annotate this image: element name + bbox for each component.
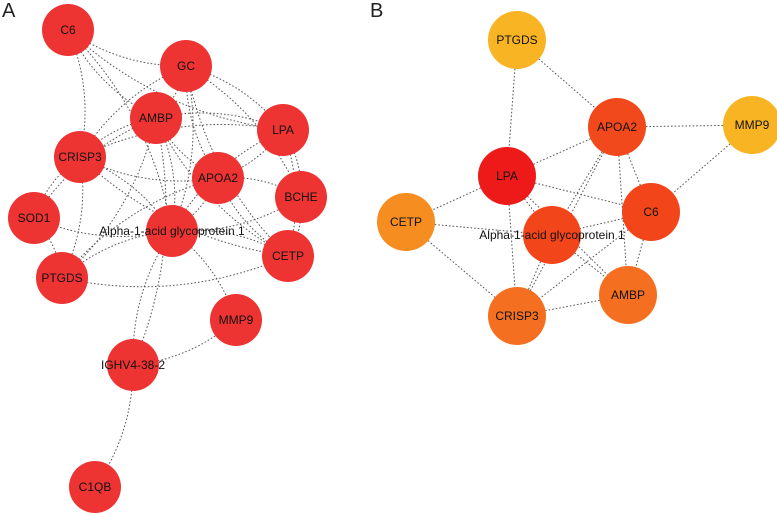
panel-b-node-label-apoa2: APOA2 — [597, 120, 637, 134]
panel-a-node-crisp3 — [54, 131, 106, 183]
panel-a-node-lpa — [257, 104, 309, 156]
panel-a-node-label-ighv: IGHV4-38-2 — [101, 358, 165, 372]
panel-a-node-label-c6: C6 — [60, 23, 76, 37]
panel-b-node-label-aag: Alpha-1-acid glycoprotein 1 — [479, 228, 625, 242]
panel-b-edge-cetp-crisp3 — [405, 221, 518, 317]
panel-a-node-cetp — [262, 230, 314, 282]
panel-a-node-label-lpa: LPA — [272, 123, 294, 137]
panel-a-node-label-mmp9: MMP9 — [219, 313, 254, 327]
panel-a-node-apoa2 — [192, 152, 244, 204]
panel-b-node-label-ptgds: PTGDS — [496, 33, 537, 47]
panel-a-node-ighv — [107, 339, 159, 391]
panel-b-node-lpa — [478, 147, 536, 205]
panel-a-node-mmp9 — [210, 294, 262, 346]
panel-a-edge-c6-aag — [67, 29, 173, 232]
panel-a-node-label-gc: GC — [177, 59, 195, 73]
panel-a-edge-sod1-ptgds — [33, 217, 63, 279]
panel-a-edge-c6-lpa — [67, 29, 284, 131]
panel-a-node-label-crisp3: CRISP3 — [58, 150, 102, 164]
panel-b-node-ptgds — [488, 11, 546, 69]
panel-b-node-c6 — [622, 183, 680, 241]
panel-b-edge-cetp-aag — [405, 221, 553, 236]
panel-a-node-sod1 — [8, 192, 60, 244]
panel-b-edges — [405, 39, 753, 317]
panel-b-node-label-mmp9: MMP9 — [735, 118, 770, 132]
panel-a-node-ptgds — [36, 252, 88, 304]
panel-a-node-c6 — [42, 4, 94, 56]
panel-b-node-label-lpa: LPA — [496, 169, 518, 183]
panel-b-node-mmp9 — [723, 96, 777, 154]
panel-b-node-label-cetp: CETP — [390, 215, 422, 229]
panel-b-node-aag — [523, 206, 581, 264]
panel-a-node-bche — [275, 171, 327, 223]
panel-a-node-label-sod1: SOD1 — [18, 211, 51, 225]
panel-a-edge-ptgds-cetp — [61, 255, 289, 288]
panel-a-node-label-bche: BCHE — [284, 190, 317, 204]
panel-b-node-label-c6: C6 — [643, 205, 659, 219]
panel-b-node-crisp3 — [488, 287, 546, 345]
panel-a-node-label-cetp: CETP — [272, 249, 304, 263]
panel-a-edge-gc-cetp — [185, 65, 289, 257]
panel-a-node-label-aag: Alpha-1-acid glycoprotein 1 — [99, 224, 245, 238]
panel-b-edge-c6-aag — [551, 211, 652, 236]
panel-a-node-label-ptgds: PTGDS — [41, 271, 82, 285]
panel-a-node-ambp — [130, 92, 182, 144]
panel-b-node-label-ambp: AMBP — [611, 288, 645, 302]
panel-b-label: B — [370, 0, 383, 22]
panel-a-edge-c6-gc — [67, 29, 187, 67]
panel-b-node-apoa2 — [588, 98, 646, 156]
panel-a-label: A — [2, 0, 16, 22]
panel-b-node-ambp — [599, 266, 657, 324]
panel-a-node-aag — [146, 205, 198, 257]
panel-a-edge-crisp3-ptgds — [61, 156, 84, 279]
panel-a-edge-ambp-aag — [155, 117, 176, 232]
panel-a-node-c1qb — [69, 461, 121, 513]
panel-a-edge-ambp-apoa2 — [155, 117, 219, 179]
panel-a-node-gc — [160, 40, 212, 92]
panel-b-node-label-crisp3: CRISP3 — [495, 309, 539, 323]
panel-a-edge-crisp3-cetp — [79, 156, 289, 257]
panel-a-node-label-apoa2: APOA2 — [198, 171, 238, 185]
panel-b-node-cetp — [377, 193, 435, 251]
panel-a-node-label-c1qb: C1QB — [79, 480, 112, 494]
panel-a-node-label-ambp: AMBP — [139, 111, 173, 125]
